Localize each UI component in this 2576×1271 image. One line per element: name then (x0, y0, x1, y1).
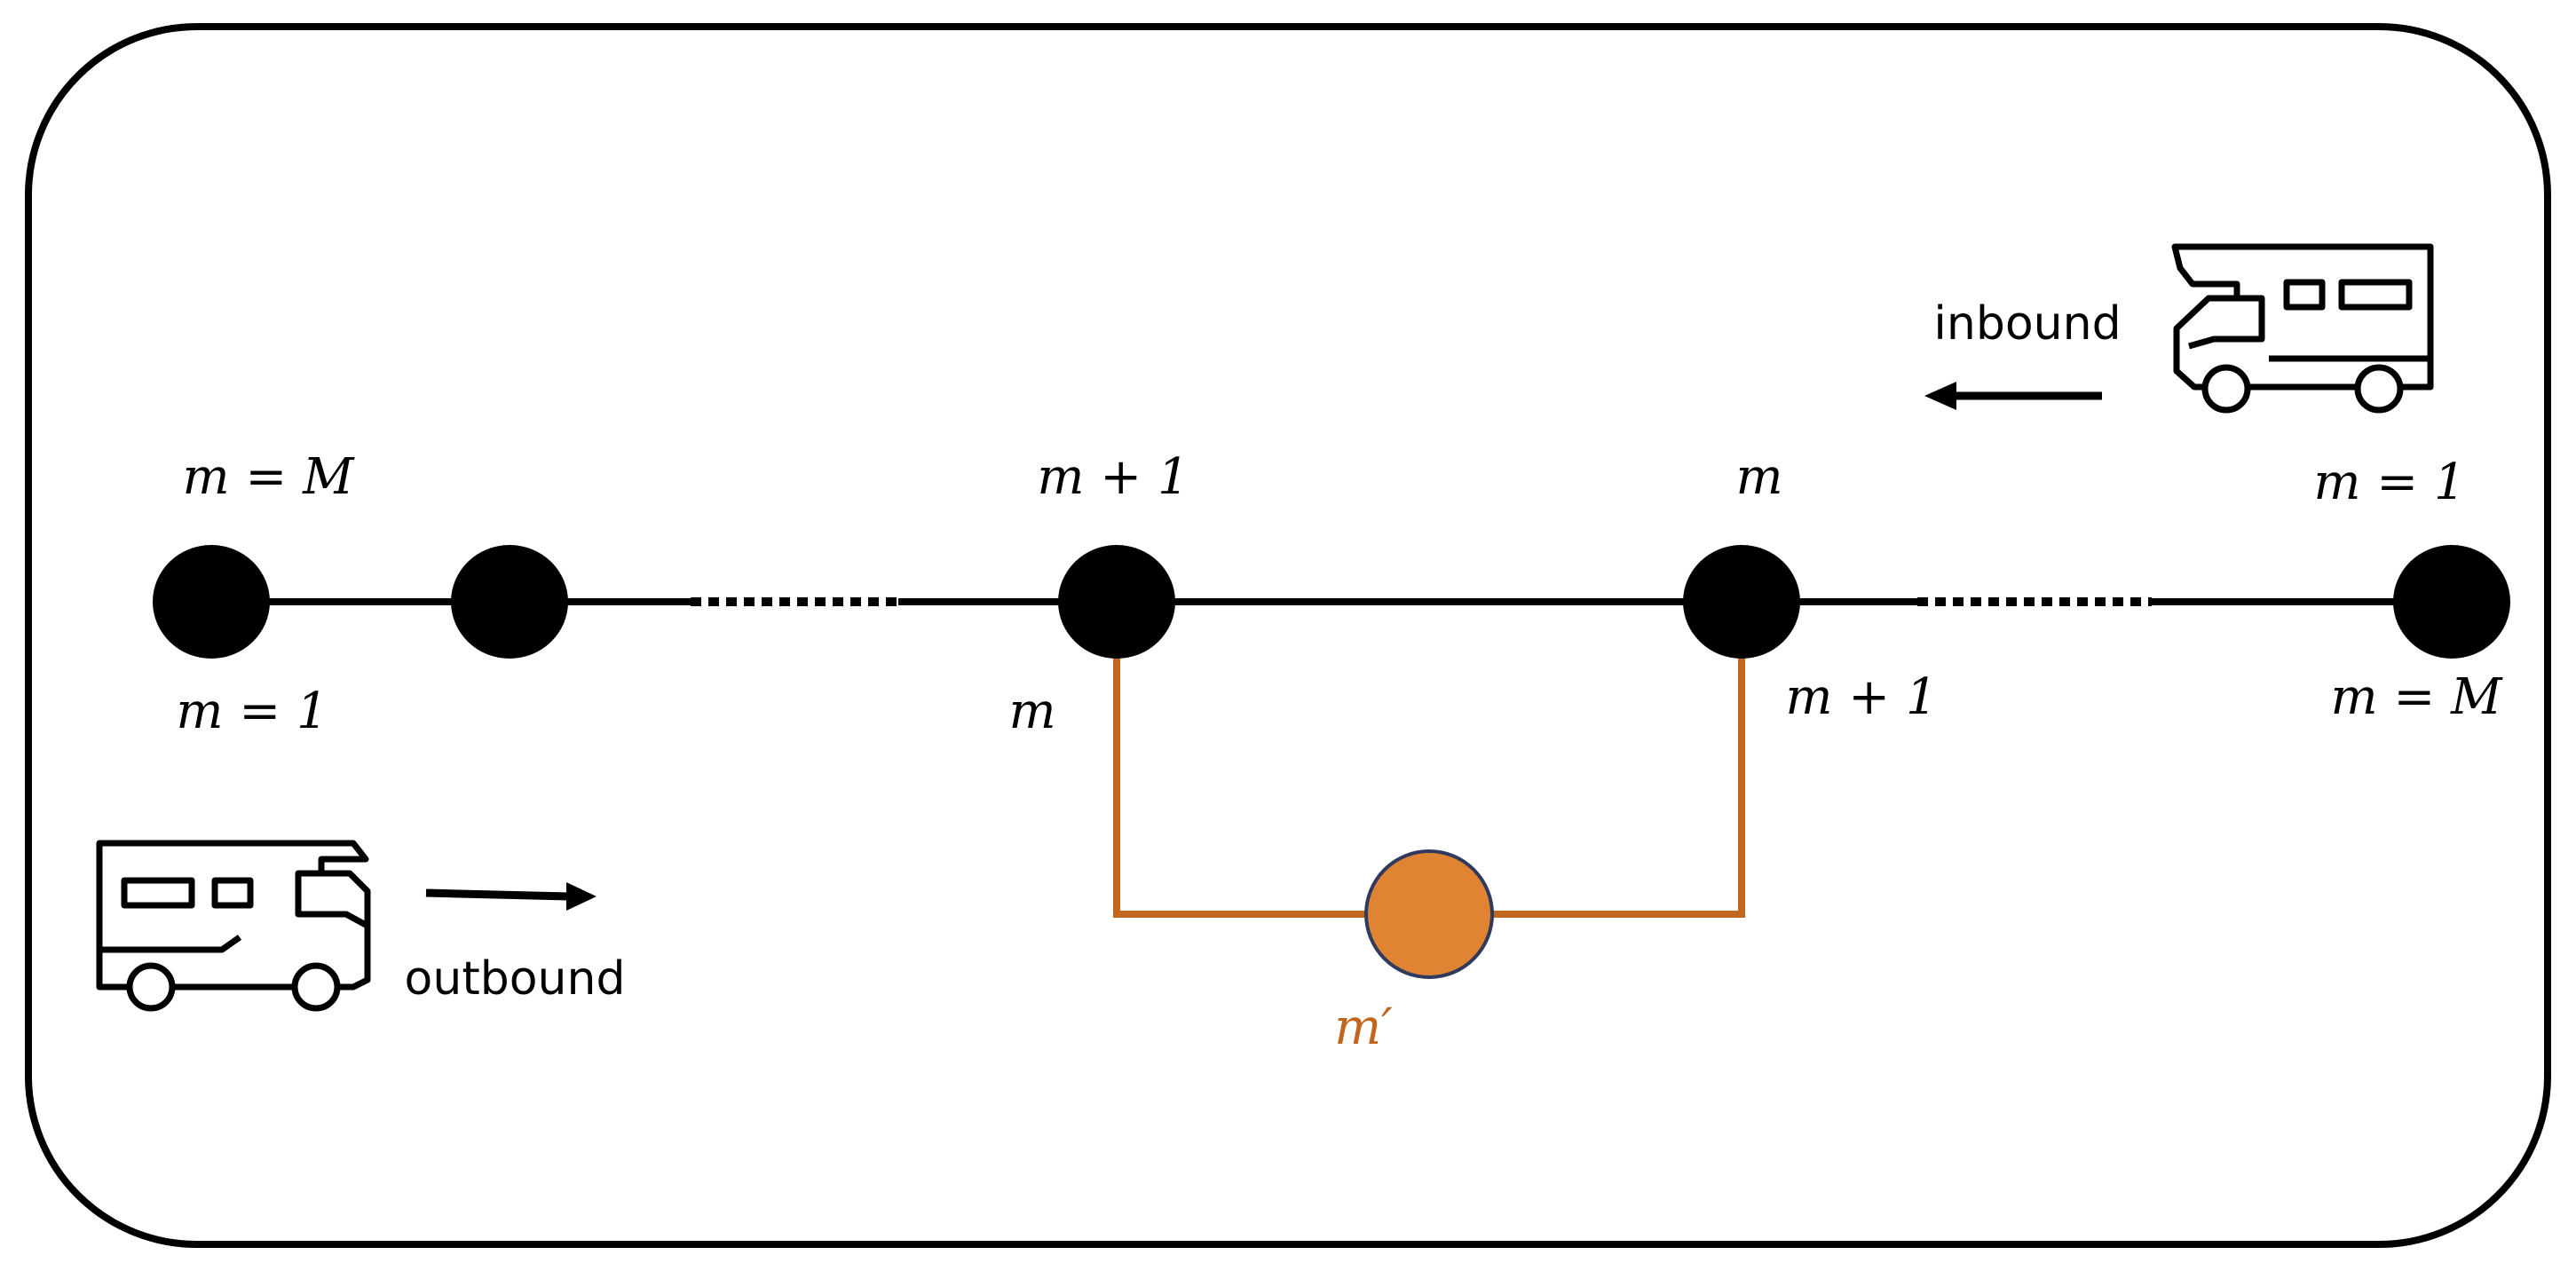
label-bottom-right: m = M (2331, 668, 2504, 726)
label-bottom-mid-right: m + 1 (1785, 668, 1937, 726)
label-top-mid-left: m + 1 (1037, 448, 1189, 506)
camper-van-icon (2171, 243, 2434, 414)
stop-node[interactable] (1058, 545, 1175, 659)
stop-node[interactable] (2393, 545, 2510, 659)
arrow-left-icon (1924, 382, 2102, 410)
label-top-mid-right: m (1735, 448, 1782, 506)
stop-node[interactable] (153, 545, 270, 659)
inbound-label: inbound (1933, 297, 2121, 351)
label-bottom-left: m = 1 (176, 683, 328, 740)
arrow-right-icon (425, 882, 597, 911)
outbound-label: outbound (405, 952, 626, 1006)
stop-node[interactable] (451, 545, 568, 659)
label-detour-node: m′ (1334, 999, 1393, 1056)
stop-node[interactable] (1683, 545, 1800, 659)
label-top-right: m = 1 (2313, 454, 2465, 511)
detour-node[interactable] (1364, 849, 1494, 979)
camper-van-icon (96, 840, 371, 1012)
diagram-frame (25, 23, 2551, 1248)
label-bottom-mid-left: m (1008, 683, 1055, 740)
label-top-left: m = M (183, 448, 356, 506)
